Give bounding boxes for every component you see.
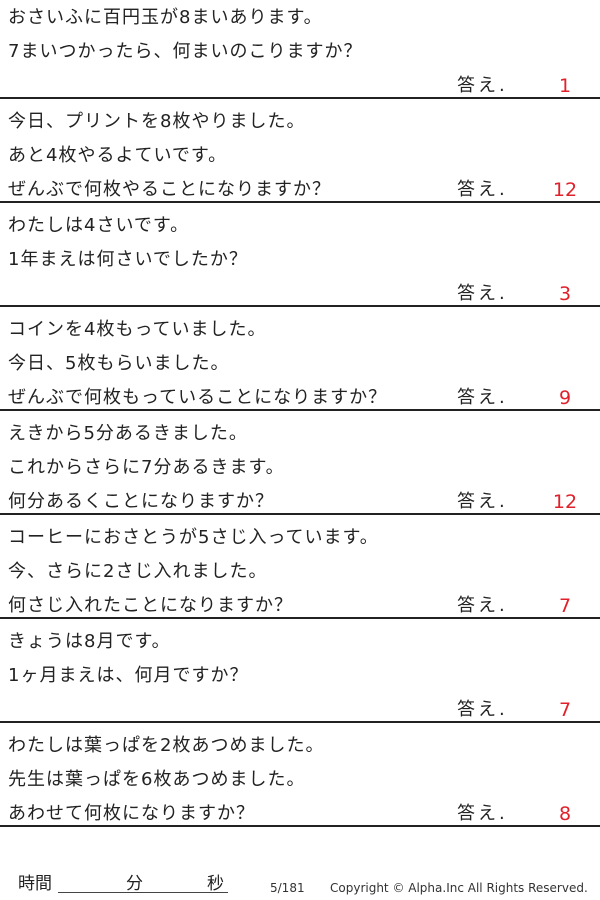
problem-text-line: わたしは4さいです。 <box>8 215 190 236</box>
problem-2: 今日、プリントを8枚やりました。あと4枚やるよていです。ぜんぶで何枚やることにな… <box>0 99 600 203</box>
answer-value: 12 <box>552 491 578 513</box>
problem-7: きょうは8月です。 1ヶ月まえは、何月ですか？ 答え. 7 <box>0 619 600 723</box>
seconds-label: 秒 <box>207 874 224 894</box>
problem-3: わたしは4さいです。 1年まえは何さいでしたか？ 答え. 3 <box>0 203 600 307</box>
problem-text-line: 今、さらに2さじ入れました。 <box>8 561 268 582</box>
problem-text-line: きょうは8月です。 <box>8 631 171 652</box>
problem-text-line: ぜんぶで何枚やることになりますか？ <box>8 179 331 200</box>
answer-value: 8 <box>558 803 572 825</box>
page-number: 5/181 <box>270 881 305 895</box>
problem-text-line: 先生は葉っぱを6枚あつめました。 <box>8 769 306 790</box>
answer-value: 7 <box>558 699 572 721</box>
problem-6: コーヒーにおさとうが5さじ入っています。今、さらに2さじ入れました。何さじ入れた… <box>0 515 600 619</box>
answer-label: 答え. <box>457 699 508 720</box>
problem-text-line: わたしは葉っぱを2枚あつめました。 <box>8 735 325 756</box>
minutes-label: 分 <box>126 874 143 894</box>
answer-value: 12 <box>552 179 578 201</box>
answer-value: 9 <box>558 387 572 409</box>
problem-text-line: 何分あるくことになりますか？ <box>8 491 274 512</box>
answer-label: 答え. <box>457 595 508 616</box>
problem-text-line: コーヒーにおさとうが5さじ入っています。 <box>8 527 379 548</box>
answer-label: 答え. <box>457 179 508 200</box>
problem-1: おさいふに百円玉が8まいあります。 7まいつかったら、何まいのこりますか？ 答え. 1 <box>0 0 600 99</box>
answer-label: 答え. <box>457 283 508 304</box>
problem-text-line: えきから5分あるきました。 <box>8 423 248 444</box>
problem-4: コインを4枚もっていました。今日、5枚もらいました。ぜんぶで何枚もっていることに… <box>0 307 600 411</box>
time-label: 時間 <box>18 874 52 894</box>
answer-label: 答え. <box>457 75 508 96</box>
copyright: Copyright © Alpha.Inc All Rights Reserve… <box>330 881 588 895</box>
problem-text-line: 1ヶ月まえは、何月ですか？ <box>8 665 249 686</box>
problem-8: わたしは葉っぱを2枚あつめました。先生は葉っぱを6枚あつめました。あわせて何枚に… <box>0 723 600 827</box>
time-input-line <box>58 872 228 893</box>
problem-text-line: あと4枚やるよていです。 <box>8 145 228 166</box>
problem-5: えきから5分あるきました。これからさらに7分あるきます。何分あるくことになります… <box>0 411 600 515</box>
answer-value: 1 <box>558 75 572 97</box>
answer-value: 3 <box>558 283 572 305</box>
problem-text-line: あわせて何枚になりますか？ <box>8 803 255 824</box>
problem-text-line: これからさらに7分あるきます。 <box>8 457 285 478</box>
answer-label: 答え. <box>457 387 508 408</box>
answer-label: 答え. <box>457 491 508 512</box>
answer-value: 7 <box>558 595 572 617</box>
problem-text-line: 1年まえは何さいでしたか？ <box>8 249 248 270</box>
problem-text-line: 今日、プリントを8枚やりました。 <box>8 111 306 132</box>
problem-text-line: 7まいつかったら、何まいのこりますか？ <box>8 41 363 62</box>
answer-label: 答え. <box>457 803 508 824</box>
problem-text-line: コインを4枚もっていました。 <box>8 319 267 340</box>
problem-text-line: ぜんぶで何枚もっていることになりますか？ <box>8 387 388 408</box>
problem-text-line: おさいふに百円玉が8まいあります。 <box>8 7 323 28</box>
problem-text-line: 今日、5枚もらいました。 <box>8 353 230 374</box>
problem-text-line: 何さじ入れたことになりますか？ <box>8 595 293 616</box>
